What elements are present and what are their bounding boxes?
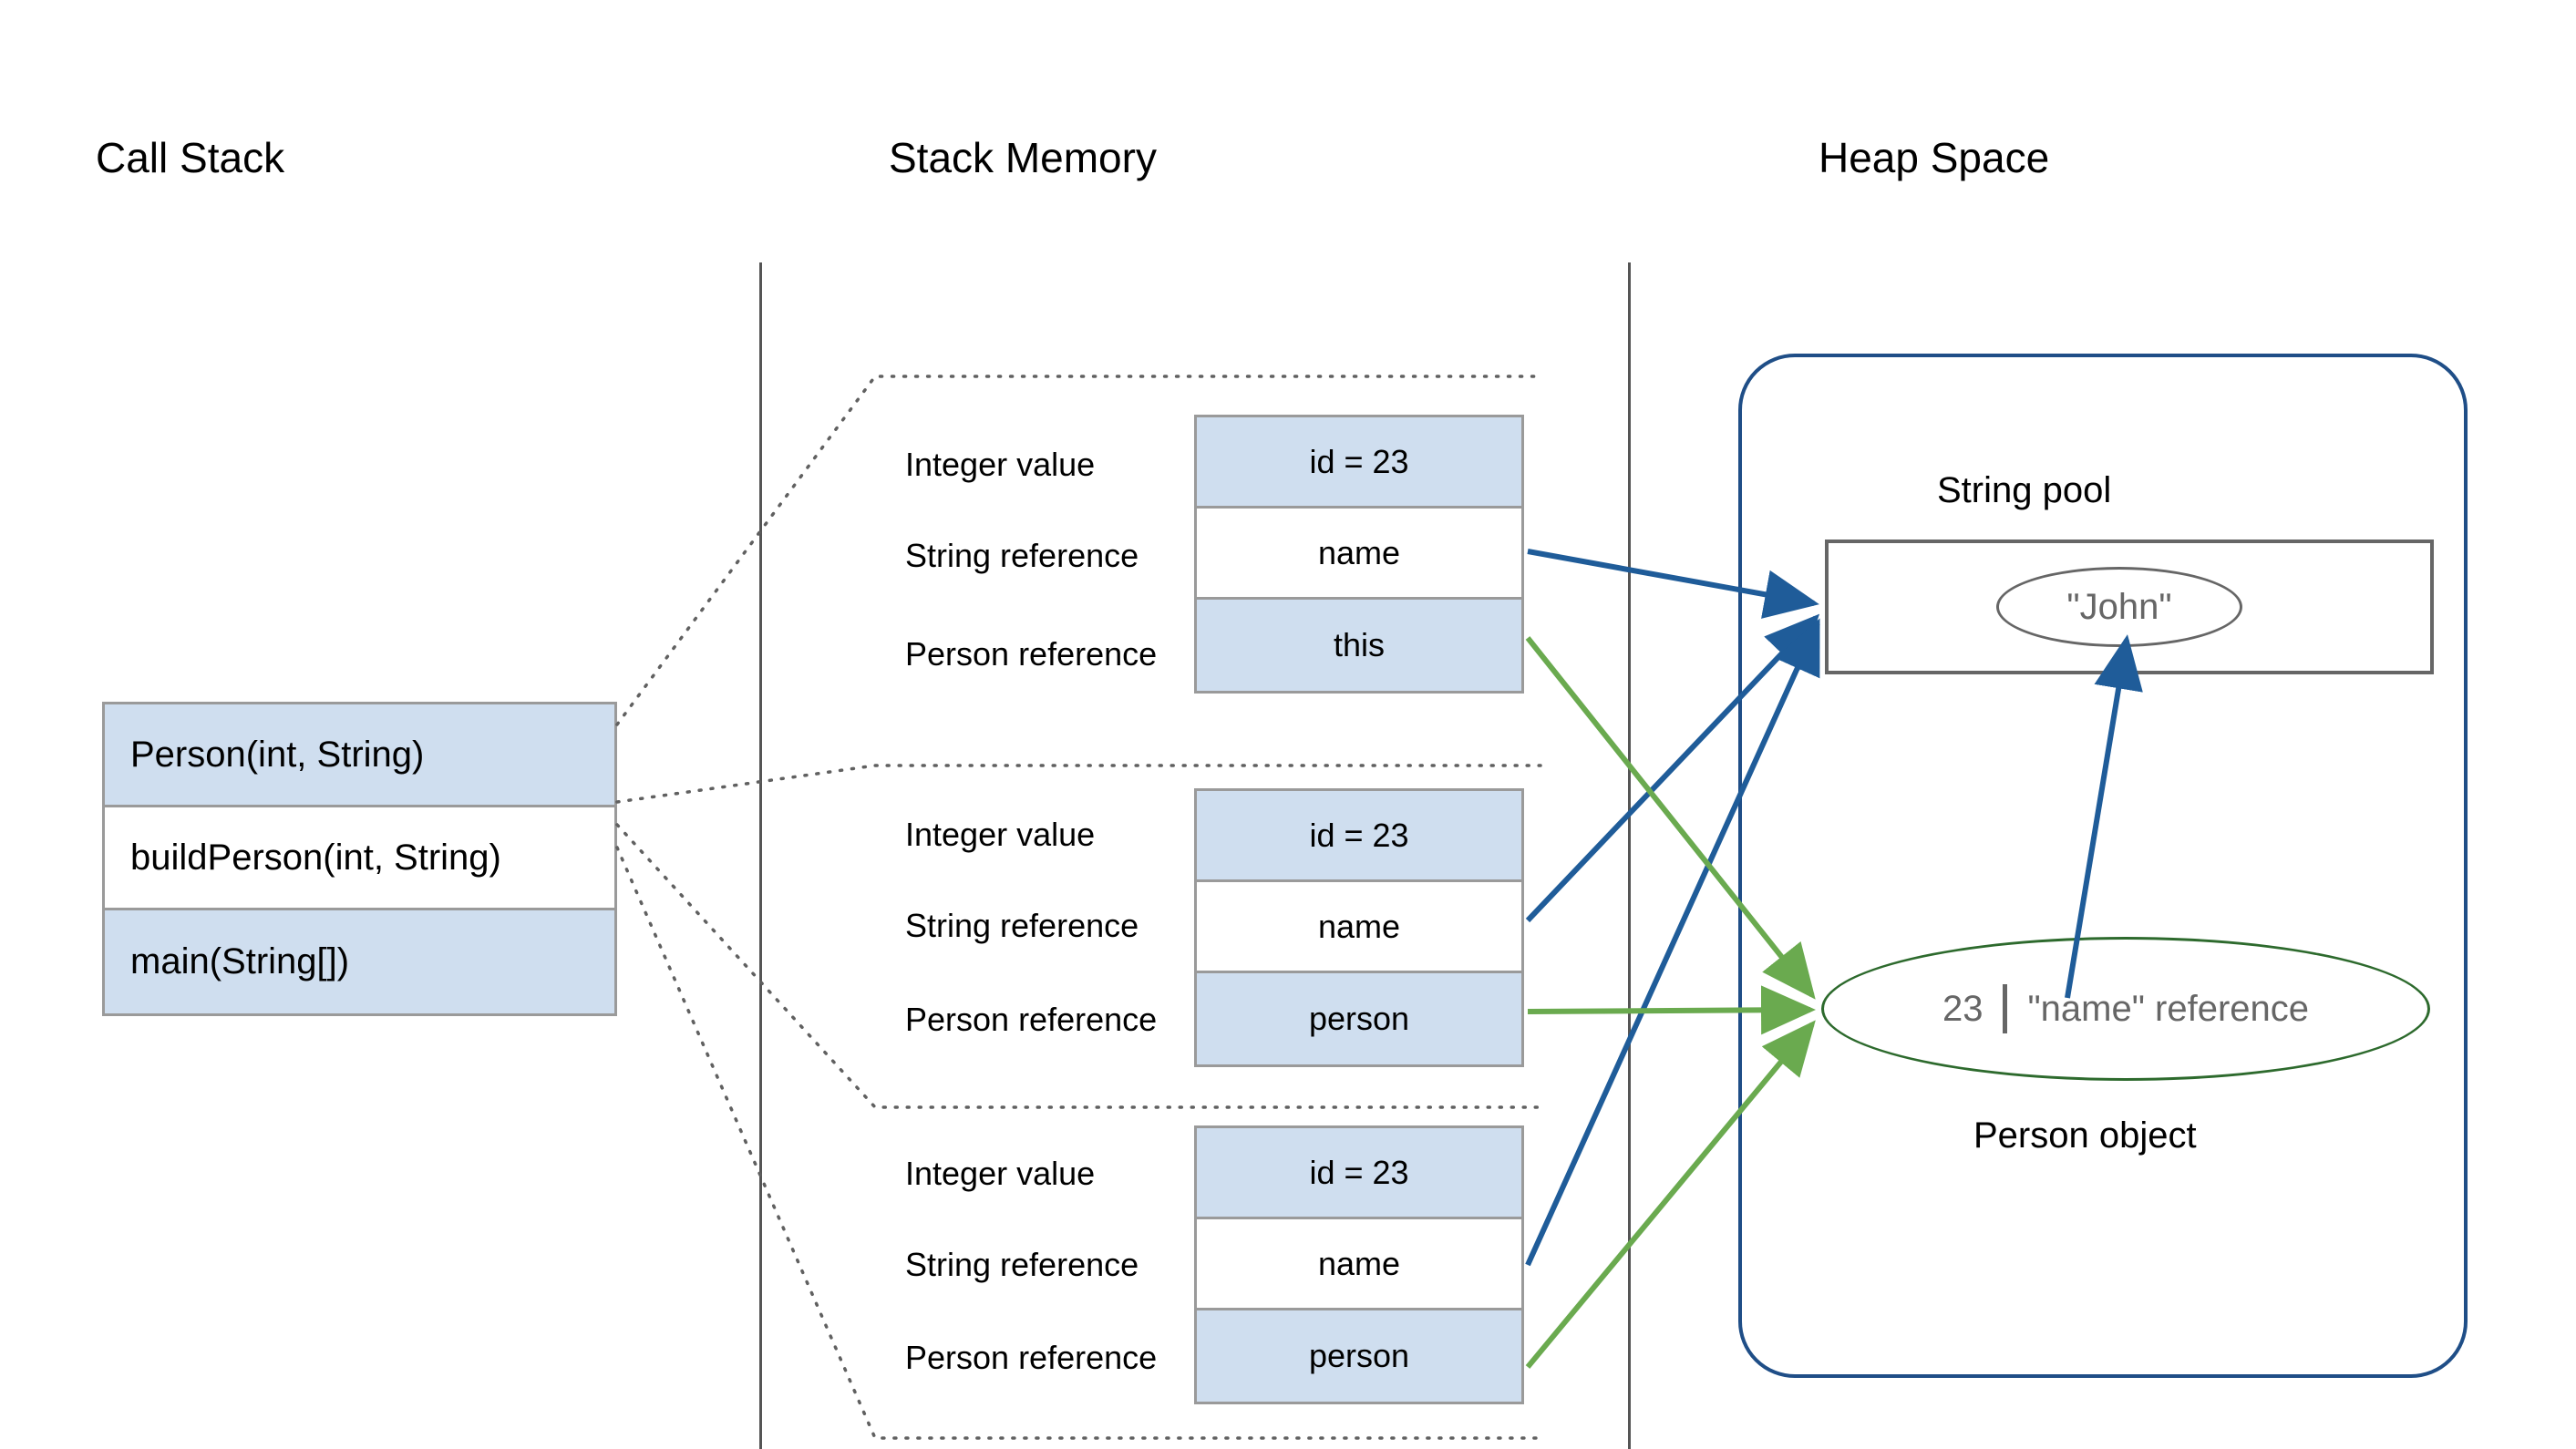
stack-cell-name[interactable]: name [1197,509,1521,600]
stack-cell-id[interactable]: id = 23 [1197,1128,1521,1219]
row-label-integer-value: Integer value [905,446,1096,483]
call-stack-frame-person[interactable]: Person(int, String) [105,704,614,807]
stack-cell-person[interactable]: person [1197,1310,1521,1402]
person-object-label: Person object [1973,1115,2197,1156]
stack-frame-box: id = 23 name this [1194,415,1524,694]
stack-cell-this[interactable]: this [1197,600,1521,691]
call-stack-frame-label: main(String[]) [130,941,350,981]
string-literal-text: "John" [2066,586,2172,627]
stack-cell-name[interactable]: name [1197,882,1521,973]
string-literal-john[interactable]: "John" [1996,567,2242,647]
call-stack-box: Person(int, String) buildPerson(int, Str… [102,702,617,1016]
person-object-field-divider [2003,984,2008,1033]
stack-frame-box: id = 23 name person [1194,1125,1524,1404]
row-label-integer-value: Integer value [905,1155,1096,1192]
call-stack-frame-label: Person(int, String) [130,734,425,775]
stack-memory-title: Stack Memory [889,134,1157,181]
stack-frame-box: id = 23 name person [1194,788,1524,1067]
stack-cell-id[interactable]: id = 23 [1197,417,1521,509]
row-label-string-reference: String reference [905,537,1139,574]
row-label-person-reference: Person reference [905,635,1158,673]
stack-cell-person[interactable]: person [1197,973,1521,1064]
row-label-integer-value: Integer value [905,816,1096,853]
stack-cell-name[interactable]: name [1197,1219,1521,1310]
call-stack-title: Call Stack [96,134,285,181]
person-object-id-value: 23 [1942,988,1984,1029]
call-stack-frame-label: buildPerson(int, String) [130,837,501,878]
stack-memory-left-divider [759,262,762,1449]
person-object-name-reference: "name" reference [2027,988,2310,1029]
heap-space-title: Heap Space [1819,134,2050,181]
call-stack-frame-main[interactable]: main(String[]) [105,910,614,1013]
string-pool-label: String pool [1937,470,2112,510]
row-label-person-reference: Person reference [905,1001,1158,1038]
row-label-person-reference: Person reference [905,1339,1158,1376]
row-label-string-reference: String reference [905,1246,1139,1283]
row-label-string-reference: String reference [905,907,1139,944]
stack-cell-id[interactable]: id = 23 [1197,791,1521,882]
call-stack-frame-buildperson[interactable]: buildPerson(int, String) [105,807,614,910]
person-object-ellipse[interactable]: 23 "name" reference [1821,937,2430,1081]
heap-space-left-divider [1628,262,1631,1449]
